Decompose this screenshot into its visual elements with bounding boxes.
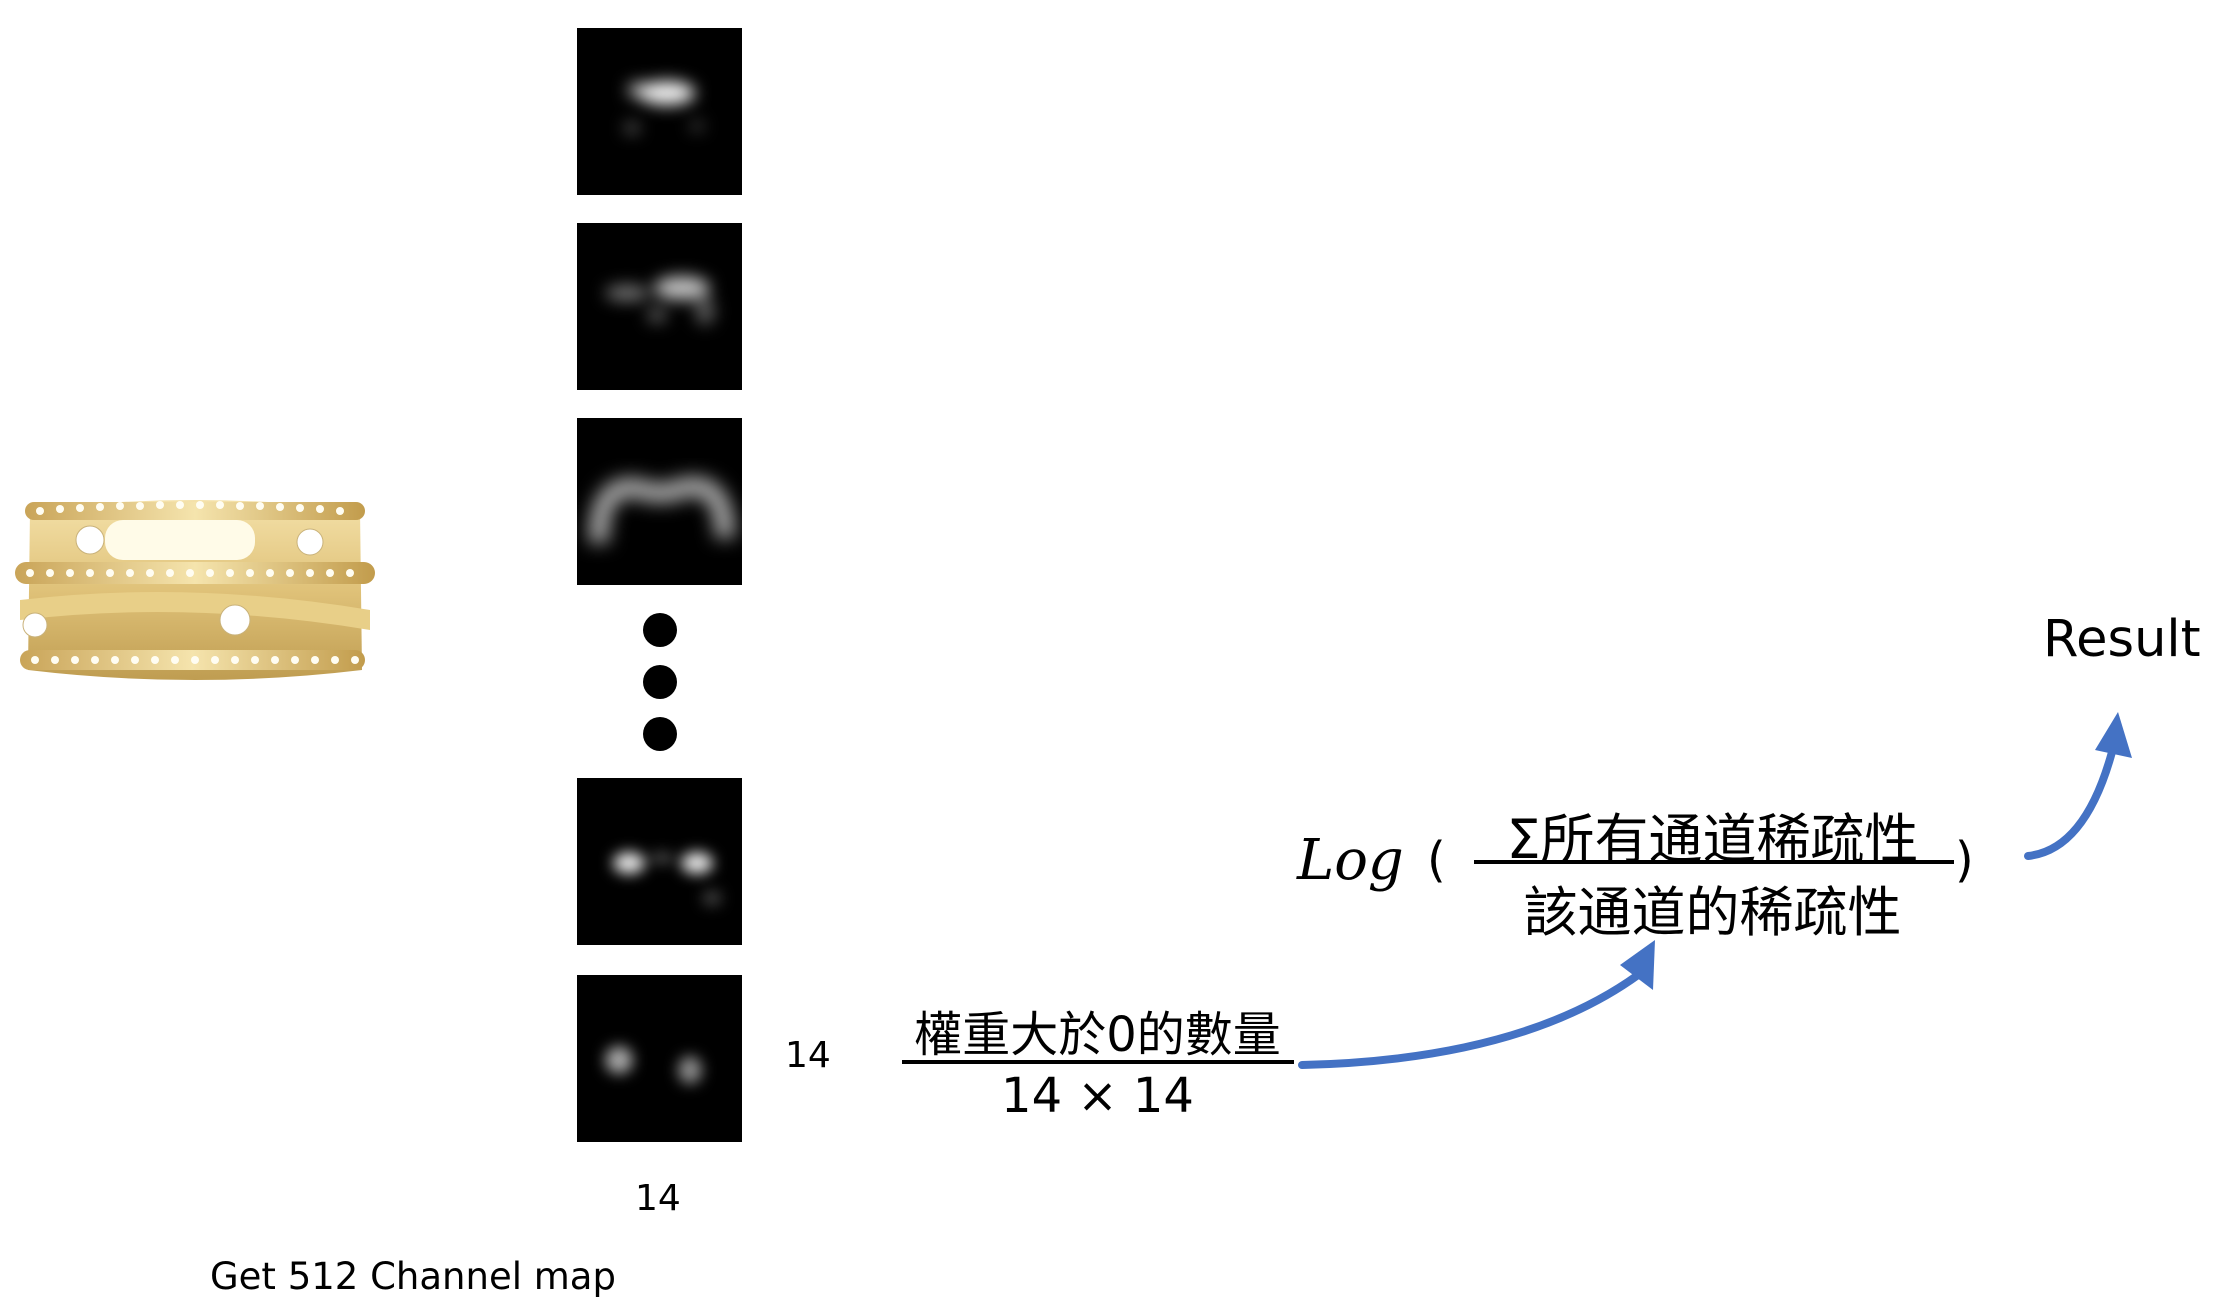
- dim-width-label: 14: [635, 1178, 681, 1219]
- ellipsis-dot-1: [643, 613, 677, 647]
- log-denominator: 該通道的稀疏性: [1523, 881, 1902, 944]
- open-paren: (: [1427, 832, 1446, 888]
- feature-map-1: [577, 28, 742, 195]
- log-label: Log: [1297, 828, 1404, 893]
- feature-map-5: [577, 975, 742, 1142]
- result-label: Result: [2043, 610, 2201, 669]
- ellipsis-dot-2: [643, 665, 677, 699]
- feature-map-2: [577, 223, 742, 390]
- close-paren: ): [1955, 832, 1974, 888]
- fraction-bar: [902, 1060, 1294, 1064]
- feature-map-3: [577, 418, 742, 585]
- feature-map-4: [577, 778, 742, 945]
- ring-image: [10, 490, 380, 690]
- channel-map-caption: Get 512 Channel map: [210, 1255, 616, 1298]
- log-fraction-bar: [1474, 860, 1954, 864]
- fraction-denominator: 14 × 14: [1001, 1068, 1194, 1124]
- dim-height-label: 14: [785, 1035, 831, 1076]
- fraction-numerator: 權重大於0的數量: [914, 1007, 1281, 1063]
- ellipsis-dot-3: [643, 717, 677, 751]
